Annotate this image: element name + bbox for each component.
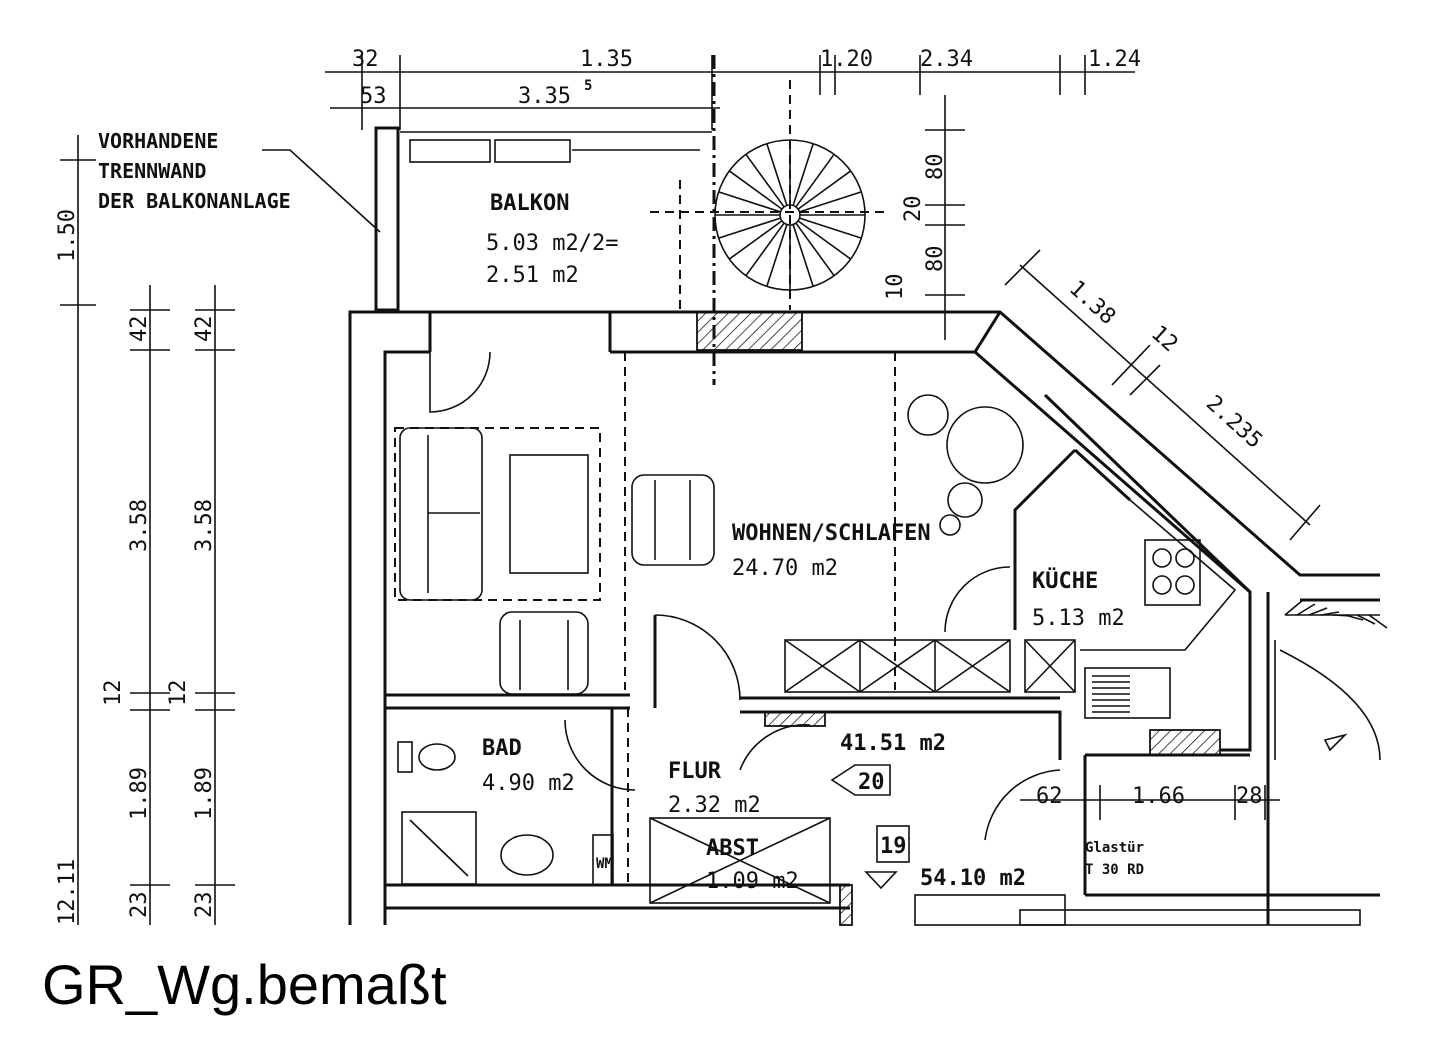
stair-step (1344, 614, 1364, 621)
stair-step (1356, 614, 1376, 625)
balkon-area-1: 5.03 m2/2= (486, 231, 618, 256)
spiral-step (728, 220, 783, 260)
dim-top-120: 1.20 (820, 47, 873, 72)
dim-right-10: 10 (883, 274, 908, 301)
spiral-step (795, 153, 835, 208)
kitchen: KÜCHE 5.13 m2 (1032, 499, 1237, 719)
dim-diag-2235: 2.235 (1201, 391, 1267, 454)
spiral-step (766, 143, 788, 206)
balkon-label: BALKON (490, 191, 569, 216)
dim-left-12b: 12 (166, 680, 191, 707)
stair-step (1284, 599, 1304, 616)
door-label-2: T 30 RD (1085, 862, 1144, 878)
living-furniture: WOHNEN/SCHLAFEN 24.70 m2 (394, 394, 1076, 695)
bathroom: WM BAD 4.90 m2 (397, 736, 614, 886)
total-apartment: 41.51 m2 (840, 731, 946, 756)
hallway: FLUR 2.32 m2 ABST 1.09 m2 41.51 m2 20 19… (649, 731, 1026, 904)
wohnen-label: WOHNEN/SCHLAFEN (732, 521, 931, 546)
dim-right-80b: 80 (923, 246, 948, 273)
stair-step (1368, 614, 1388, 629)
dim-top-53: 53 (360, 84, 387, 109)
diagonal-dimension-chain: 1.38 12 2.235 (1004, 249, 1321, 541)
door-label-1: Glastür (1085, 840, 1144, 856)
bad-label: BAD (482, 736, 522, 761)
left-dimension-chains: 1.50 42 42 3.58 3.58 12 12 1.89 1.89 23 … (55, 135, 235, 925)
dim-hall-166: 1.66 (1132, 784, 1185, 809)
cabinets (784, 639, 1076, 693)
dim-left-23b: 23 (192, 892, 217, 919)
spiral-step (797, 220, 852, 260)
dim-right-80a: 80 (923, 154, 948, 181)
dim-left-358a: 3.58 (127, 499, 152, 552)
kueche-label: KÜCHE (1032, 568, 1098, 594)
floor-plan: 32 1.35 1.20 2.34 1.24 53 3.35 5 1.50 42… (55, 47, 1388, 926)
right-dimension-chain: 80 20 80 10 (883, 95, 965, 340)
spiral-step (799, 191, 862, 213)
flur-label: FLUR (668, 759, 722, 784)
note-line-2: TRENNWAND (98, 159, 206, 183)
dim-left-1211: 12.11 (55, 859, 80, 925)
dim-top-32: 32 (352, 47, 379, 72)
balcony: BALKON 5.03 m2/2= 2.51 m2 (374, 126, 712, 313)
bad-area: 4.90 m2 (482, 771, 575, 796)
figure-caption: GR_Wg.bemaßt (42, 953, 447, 1016)
spiral-step (728, 170, 783, 210)
abst-area: 1.09 m2 (706, 869, 799, 894)
spiral-step (792, 224, 814, 287)
stair-step (1296, 603, 1316, 616)
dim-diag-138: 1.38 (1064, 276, 1120, 330)
spiral-step (792, 143, 814, 206)
dim-top-335-sup: 5 (584, 78, 592, 94)
flur-area: 2.32 m2 (668, 793, 761, 818)
dim-hall-62: 62 (1036, 784, 1063, 809)
spiral-step (718, 217, 781, 239)
top-dimension-chain: 32 1.35 1.20 2.34 1.24 53 3.35 5 (325, 47, 1141, 130)
walls (348, 310, 1380, 925)
dim-left-42b: 42 (192, 316, 217, 343)
dim-right-20: 20 (901, 196, 926, 223)
dim-hall-28: 28 (1236, 784, 1263, 809)
dim-left-42a: 42 (127, 316, 152, 343)
balkon-area-2: 2.51 m2 (486, 263, 579, 288)
dim-left-150: 1.50 (55, 209, 80, 262)
stair-step (1308, 607, 1328, 616)
unit-19-marker: 19 (880, 834, 907, 859)
dim-top-124: 1.24 (1088, 47, 1141, 72)
unit-20-marker: 20 (858, 770, 885, 795)
spiral-step (799, 217, 862, 239)
dim-left-189b: 1.89 (192, 767, 217, 820)
spiral-step (797, 170, 852, 210)
dim-left-12a: 12 (101, 680, 126, 707)
spiral-stair (650, 80, 890, 310)
spiral-step (795, 222, 835, 277)
partition-note: VORHANDENE TRENNWAND DER BALKONANLAGE (98, 129, 381, 233)
interior-walls (385, 615, 1380, 926)
kueche-area: 5.13 m2 (1032, 606, 1125, 631)
dim-top-135: 1.35 (580, 47, 633, 72)
total-other: 54.10 m2 (920, 866, 1026, 891)
dim-left-189a: 1.89 (127, 767, 152, 820)
dim-diag-12: 12 (1146, 321, 1182, 357)
doors (429, 351, 1061, 885)
spiral-step (745, 222, 785, 277)
spiral-step (766, 224, 788, 287)
abst-label: ABST (706, 836, 759, 861)
wm-label: WM (596, 856, 613, 872)
dim-left-358b: 3.58 (192, 499, 217, 552)
note-line-3: DER BALKONANLAGE (98, 189, 291, 213)
spiral-step (718, 191, 781, 213)
dim-top-335: 3.35 (518, 84, 571, 109)
note-line-1: VORHANDENE (98, 129, 218, 153)
dim-left-23a: 23 (127, 892, 152, 919)
spiral-step (745, 153, 785, 208)
right-hall: 62 1.66 28 Glastür T 30 RD (1020, 599, 1388, 878)
dim-top-234: 2.34 (920, 47, 973, 72)
wohnen-area: 24.70 m2 (732, 556, 838, 581)
